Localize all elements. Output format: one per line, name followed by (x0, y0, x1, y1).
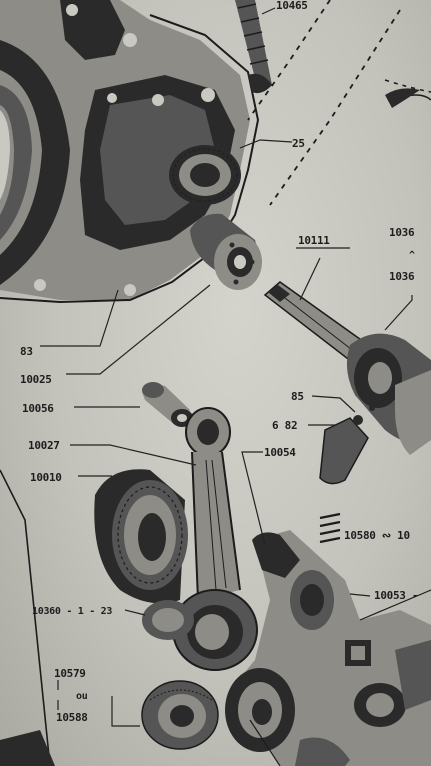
part-10579-bearing (141, 680, 219, 750)
crankshaft-assembly (225, 530, 431, 766)
dashed-assembly-lines (247, 0, 431, 206)
part-10010-bearing (94, 469, 188, 604)
label-85: 85 (291, 390, 304, 403)
corner-shadow (0, 730, 55, 766)
label-10111: 10111 (298, 234, 330, 247)
label-10056: 10056 (22, 402, 54, 415)
part-10027-connecting-rod (172, 407, 258, 671)
gear-assembly-right (346, 88, 431, 455)
label-10580: 10580 ∾ 10 (344, 529, 410, 542)
label-83: 83 (20, 345, 33, 358)
label-ou: ou (76, 691, 88, 702)
label-1036-bottom: 1036 (389, 270, 415, 283)
part-682-clip (319, 405, 375, 485)
label-1036-top: 1036 (389, 226, 415, 239)
part-10056-pin (142, 382, 193, 427)
part-10465-shaft (235, 0, 272, 94)
part-25-bearing (169, 145, 241, 205)
label-10588: 10588 (56, 711, 88, 724)
label-25: 25 (292, 137, 305, 150)
label-10025: 10025 (20, 373, 52, 386)
part-10025-bushing (190, 213, 262, 290)
label-10465: 10465 (276, 0, 308, 12)
leader-lines (40, 7, 413, 727)
label-10360: 10360 - 1 - 23 (32, 606, 112, 617)
label-10053: 10053 - (374, 589, 418, 602)
crankcase-housing (0, 0, 260, 304)
hatch-marks-10580 (319, 512, 341, 544)
label-10054: 10054 (264, 446, 296, 459)
part-10360-ring (142, 600, 194, 640)
flywheel-rings (0, 40, 70, 285)
outline-line (0, 469, 51, 766)
part-labels: 10465 25 10111 1036 ^ 1036 83 10025 1005… (20, 0, 419, 724)
label-1036-caret: ^ (409, 250, 415, 261)
label-682: 6 82 (272, 419, 297, 432)
label-10579: 10579 (54, 667, 86, 680)
label-10010: 10010 (30, 471, 62, 484)
label-10027: 10027 (28, 439, 60, 452)
